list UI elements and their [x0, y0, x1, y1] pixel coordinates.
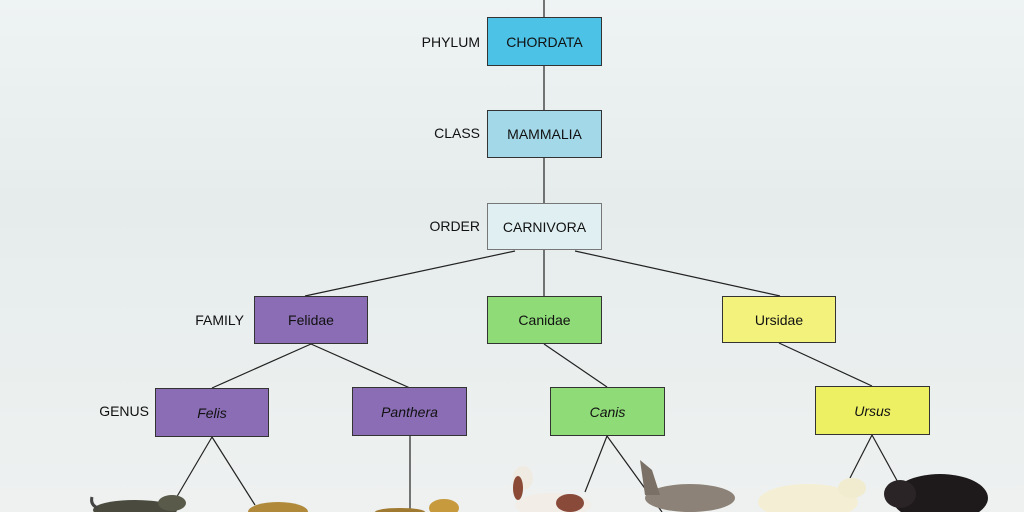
- node-label: Canis: [589, 403, 626, 420]
- node-carnivora: CARNIVORA: [487, 203, 602, 250]
- node-label: Ursus: [854, 402, 891, 419]
- node-felidae: Felidae: [254, 296, 368, 344]
- node-label: CHORDATA: [506, 33, 583, 50]
- polar-bear-illustration: [758, 478, 866, 512]
- wildcat-illustration: [248, 502, 308, 512]
- line-ursus-polar-bear: [849, 434, 873, 479]
- node-label: Ursidae: [754, 311, 804, 328]
- line-ursidae-ursus: [778, 342, 873, 387]
- node-label: Felidae: [288, 312, 334, 328]
- node-label: Canidae: [518, 312, 571, 328]
- line-felidae-panthera: [310, 343, 411, 389]
- node-felis: Felis: [155, 388, 269, 437]
- node-ursus: Ursus: [815, 386, 930, 435]
- line-canis-dog: [584, 435, 608, 493]
- node-chordata: CHORDATA: [487, 17, 602, 66]
- line-carnivora-ursidae: [574, 250, 781, 297]
- node-canis: Canis: [550, 387, 665, 436]
- node-panthera: Panthera: [352, 387, 467, 436]
- line-felidae-felis: [211, 343, 312, 389]
- node-canidae: Canidae: [487, 296, 602, 344]
- rank-label-class: CLASS: [434, 125, 480, 141]
- line-felis-cat: [171, 436, 213, 506]
- line-ursus-black-bear: [871, 434, 901, 487]
- node-mammalia: MAMMALIA: [487, 110, 602, 158]
- dog-illustration: [513, 466, 591, 512]
- node-label: MAMMALIA: [507, 126, 582, 142]
- rank-label-order: ORDER: [429, 218, 480, 234]
- node-ursidae: Ursidae: [722, 296, 836, 343]
- house-cat-illustration: [90, 495, 186, 512]
- rank-label-family: FAMILY: [195, 312, 244, 328]
- line-carnivora-felidae: [304, 250, 516, 297]
- rank-label-phylum: PHYLUM: [421, 34, 480, 50]
- node-label: Panthera: [381, 403, 438, 420]
- line-felis-wildcat: [211, 436, 256, 506]
- node-label: Felis: [197, 404, 227, 421]
- node-label: CARNIVORA: [502, 218, 587, 235]
- black-bear-illustration: [884, 474, 988, 512]
- line-canidae-canis: [543, 343, 608, 388]
- rank-label-genus: GENUS: [99, 403, 149, 419]
- leopard-illustration: [375, 499, 459, 512]
- wolf-illustration: [640, 460, 735, 512]
